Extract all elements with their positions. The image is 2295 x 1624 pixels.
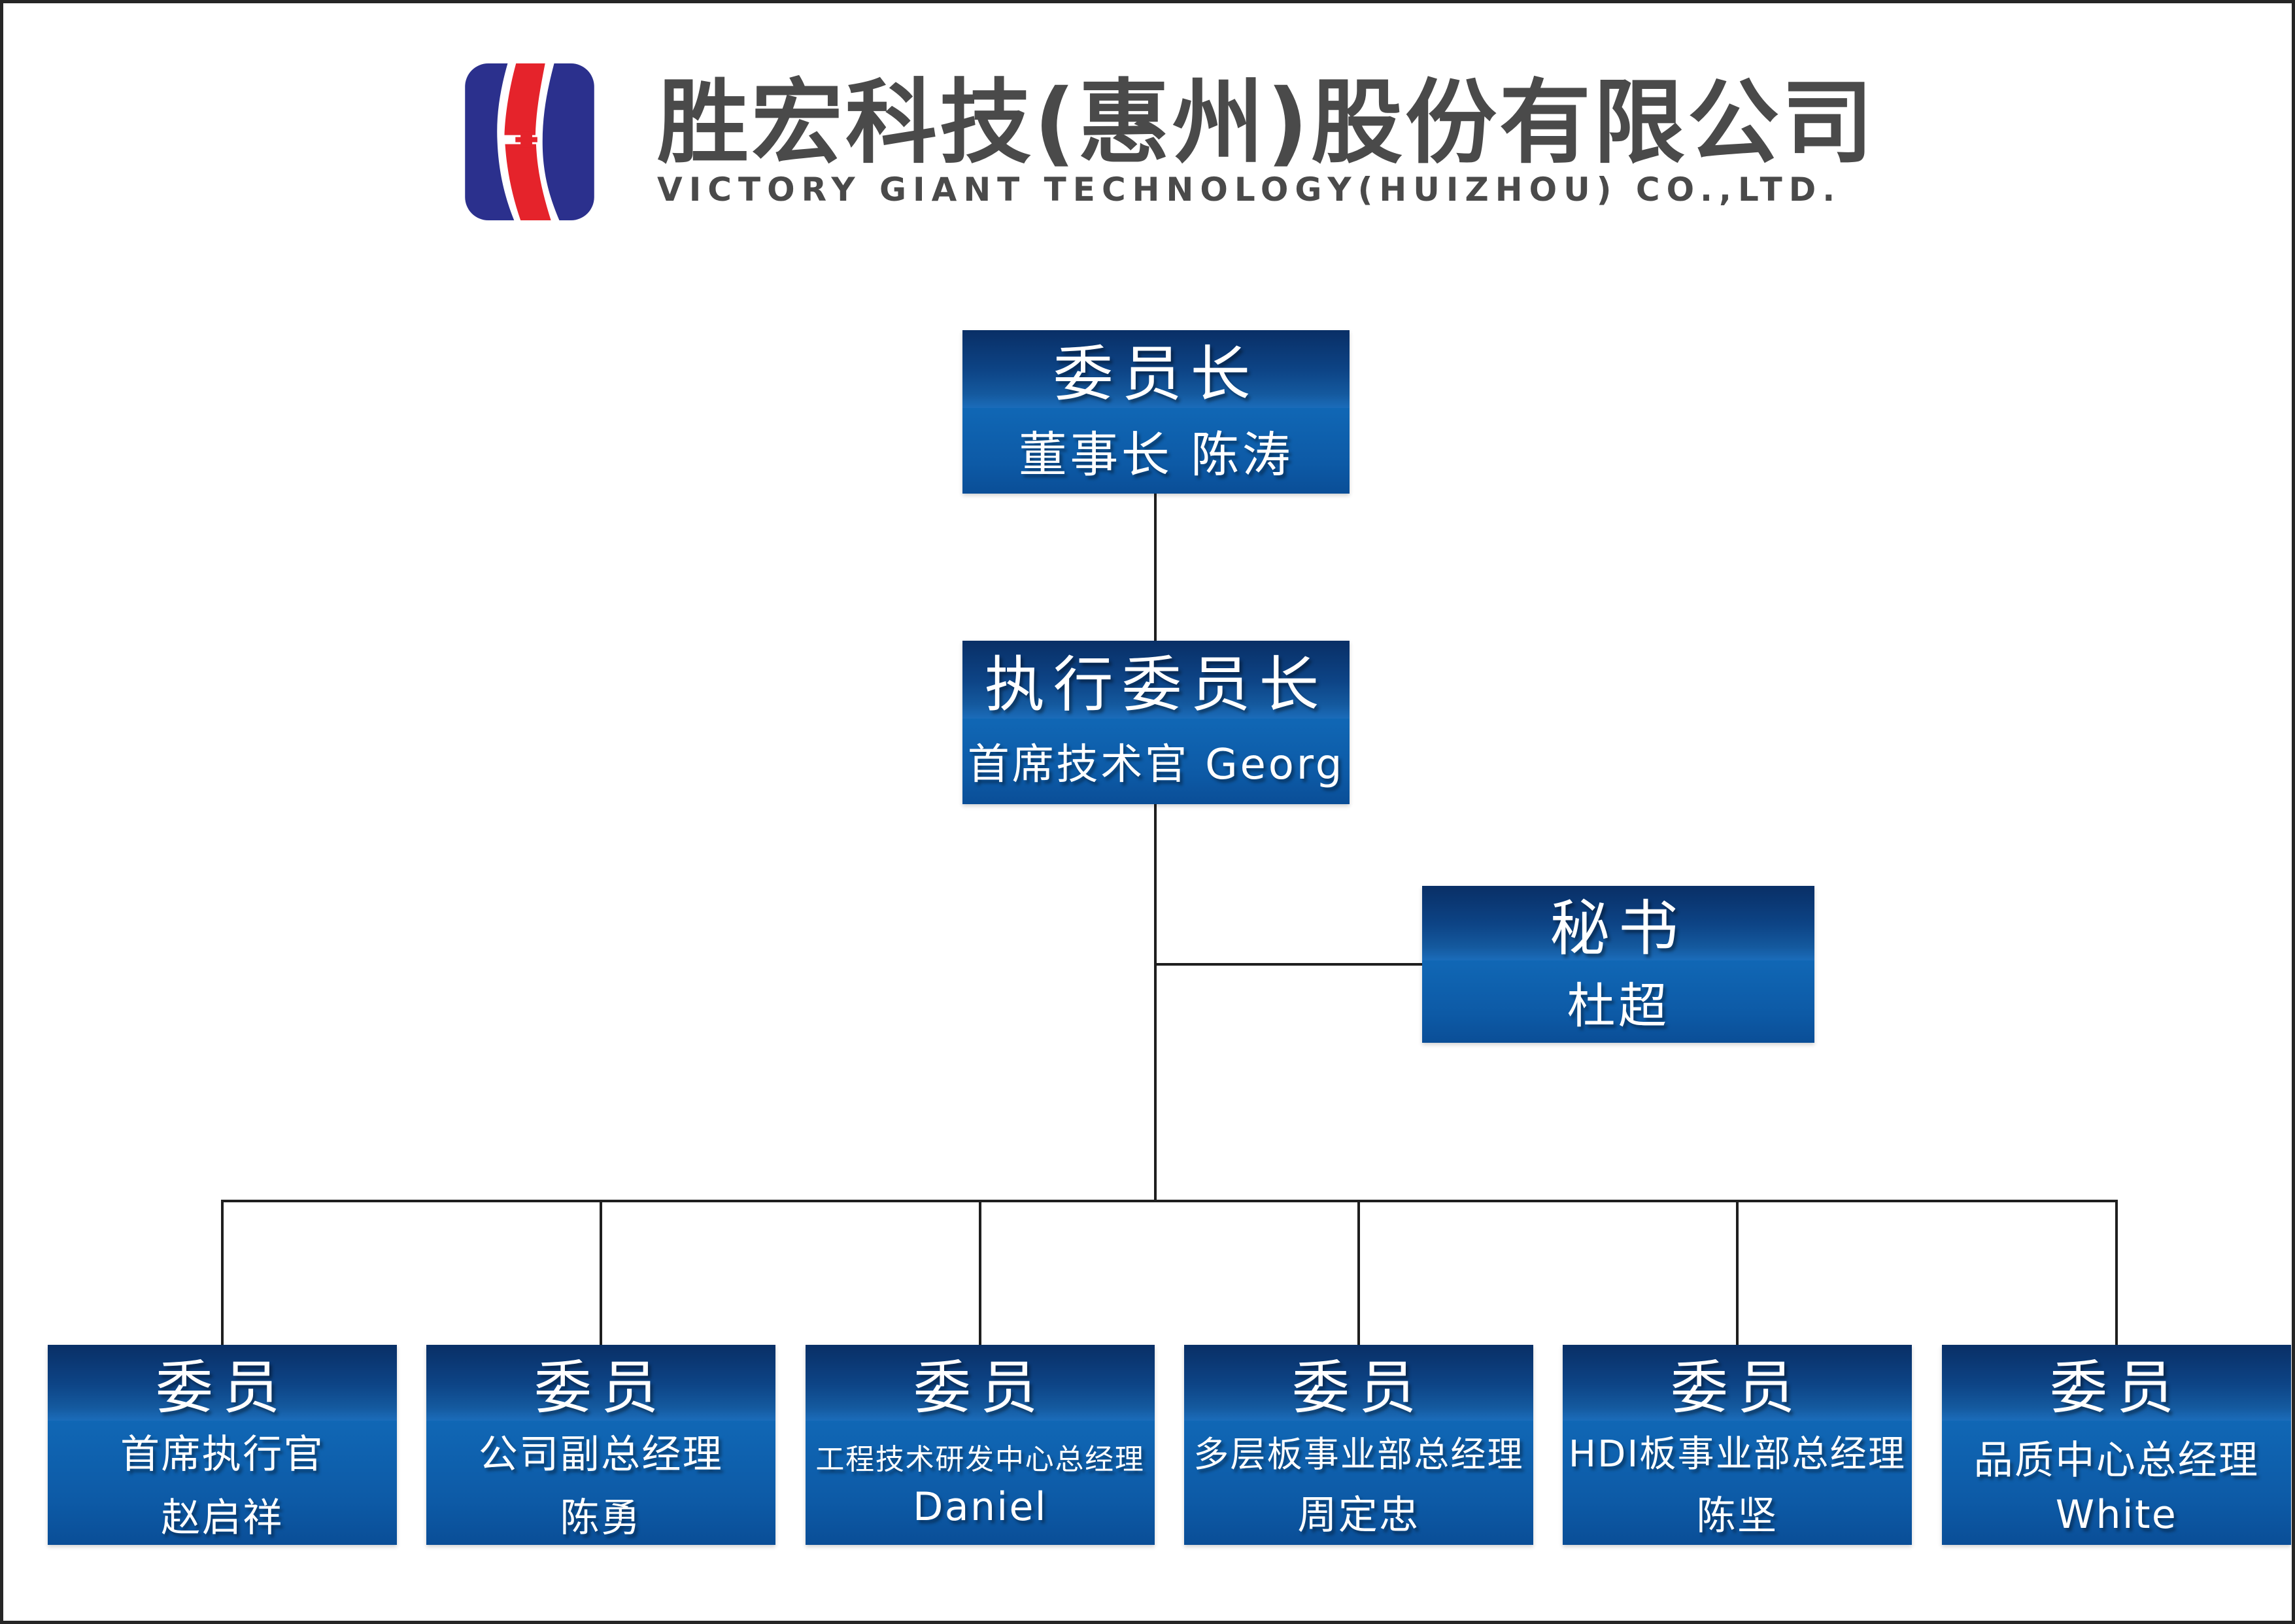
node-executive-chairman-subtitle: 首席技术官 Georg [967, 741, 1345, 790]
node-member-1-detail-section: 首席执行官 赵启祥 [48, 1421, 397, 1545]
node-member-2-name: 陈勇 [560, 1495, 642, 1542]
node-member-2: 委员 公司副总经理 陈勇 [426, 1345, 775, 1545]
node-executive-chairman-title-section: 执行委员长 [962, 641, 1350, 720]
node-member-2-title: 委员 [534, 1353, 668, 1421]
node-member-5: 委员 HDI板事业部总经理 陈坚 [1563, 1345, 1912, 1545]
connector-chairman-to-exec [1154, 494, 1157, 642]
node-member-3: 委员 工程技术研发中心总经理 Daniel [806, 1345, 1155, 1545]
node-member-6-detail-section: 品质中心总经理 White [1942, 1421, 2291, 1545]
node-member-4-role: 多层板事业部总经理 [1193, 1434, 1524, 1476]
connector-members-horizontal [221, 1200, 2118, 1202]
node-member-5-title-section: 委员 [1563, 1345, 1912, 1421]
node-member-6-title-section: 委员 [1942, 1345, 2291, 1421]
node-member-3-name: Daniel [913, 1484, 1047, 1531]
node-member-4-name: 周定忠 [1297, 1493, 1420, 1539]
node-member-4-title-section: 委员 [1184, 1345, 1533, 1421]
node-member-1: 委员 首席执行官 赵启祥 [48, 1345, 397, 1545]
connector-member-drop-4 [1357, 1200, 1360, 1345]
node-secretary-subtitle: 杜超 [1567, 977, 1670, 1034]
node-member-4: 委员 多层板事业部总经理 周定忠 [1184, 1345, 1533, 1545]
node-executive-chairman-subtitle-section: 首席技术官 Georg [962, 718, 1350, 804]
node-chairman-title-section: 委员长 [962, 330, 1350, 409]
company-name-cn: 胜宏科技(惠州)股份有限公司 [657, 44, 1886, 186]
connector-exec-down [1154, 804, 1157, 1202]
node-member-1-title: 委员 [155, 1353, 290, 1421]
node-member-2-role: 公司副总经理 [478, 1432, 724, 1478]
node-member-3-title-section: 委员 [806, 1345, 1155, 1421]
node-member-5-title: 委员 [1670, 1353, 1805, 1421]
company-logo-icon [465, 63, 594, 220]
connector-member-drop-5 [1736, 1200, 1739, 1345]
node-member-6-title: 委员 [2049, 1353, 2184, 1421]
node-secretary: 秘书 杜超 [1422, 886, 1814, 1043]
node-secretary-subtitle-section: 杜超 [1422, 960, 1814, 1043]
node-member-3-title: 委员 [913, 1353, 1047, 1421]
node-member-2-title-section: 委员 [426, 1345, 775, 1421]
node-chairman-title: 委员长 [1053, 339, 1259, 409]
node-member-5-role: HDI板事业部总经理 [1568, 1433, 1907, 1476]
node-member-4-title: 委员 [1291, 1353, 1426, 1421]
node-member-1-role: 首席执行官 [120, 1432, 324, 1478]
node-executive-chairman-title: 执行委员长 [984, 649, 1328, 720]
node-member-6: 委员 品质中心总经理 White [1942, 1345, 2291, 1545]
node-member-5-name: 陈坚 [1696, 1493, 1778, 1540]
node-member-6-role: 品质中心总经理 [1973, 1437, 2260, 1483]
node-member-5-detail-section: HDI板事业部总经理 陈坚 [1563, 1421, 1912, 1545]
node-secretary-title-section: 秘书 [1422, 886, 1814, 964]
connector-member-drop-1 [221, 1200, 224, 1345]
node-member-4-detail-section: 多层板事业部总经理 周定忠 [1184, 1421, 1533, 1545]
node-member-1-title-section: 委员 [48, 1345, 397, 1421]
connector-member-drop-6 [2115, 1200, 2118, 1345]
node-member-3-role: 工程技术研发中心总经理 [815, 1443, 1145, 1477]
node-member-6-name: White [2055, 1491, 2178, 1538]
connector-member-drop-2 [600, 1200, 602, 1345]
company-name-en-text: VICTORY GIANT TECHNOLOGY(HUIZHOU) CO.,LT… [657, 171, 1842, 209]
company-name-en: VICTORY GIANT TECHNOLOGY(HUIZHOU) CO.,LT… [657, 171, 1886, 209]
connector-member-drop-3 [979, 1200, 981, 1345]
node-secretary-title: 秘书 [1550, 893, 1687, 964]
connector-secretary-branch [1155, 963, 1422, 966]
node-member-1-name: 赵启祥 [161, 1495, 284, 1542]
node-chairman-subtitle: 董事长 陈涛 [1018, 426, 1294, 483]
node-member-3-detail-section: 工程技术研发中心总经理 Daniel [806, 1421, 1155, 1545]
node-chairman-subtitle-section: 董事长 陈涛 [962, 407, 1350, 494]
node-chairman: 委员长 董事长 陈涛 [962, 330, 1350, 494]
node-executive-chairman: 执行委员长 首席技术官 Georg [962, 641, 1350, 804]
node-member-2-detail-section: 公司副总经理 陈勇 [426, 1421, 775, 1545]
company-name-cn-text: 胜宏科技(惠州)股份有限公司 [657, 70, 1876, 177]
